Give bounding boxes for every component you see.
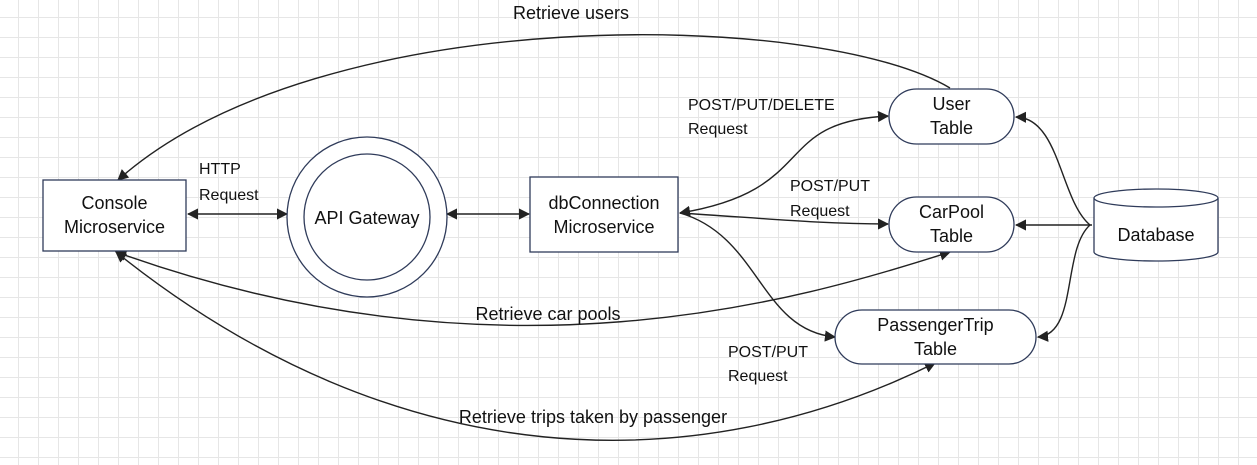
carpool-table-label-line2: Table [930, 226, 973, 246]
api-gateway-node: API Gateway [286, 136, 448, 298]
label-post-put-trip-line1: POST/PUT [728, 344, 808, 361]
label-post-put-carpool-line1: POST/PUT [790, 178, 870, 195]
carpool-table-label-line1: CarPool [919, 202, 984, 222]
database-node: Database [1093, 188, 1219, 262]
dbconnection-label-line1: dbConnection [548, 193, 659, 213]
user-table-label-line1: User [932, 94, 970, 114]
edge-dbconnection-carpool [679, 212, 890, 230]
user-table-label-line2: Table [930, 118, 973, 138]
label-retrieve-users: Retrieve users [513, 3, 629, 23]
label-retrieve-trips: Retrieve trips taken by passenger [459, 407, 727, 427]
dbconnection-microservice-node: dbConnection Microservice [529, 176, 679, 253]
console-label-line2: Microservice [64, 217, 165, 237]
label-http-request-line2: Request [199, 187, 259, 204]
edge-database-passengertrip [1036, 224, 1091, 342]
label-post-put-delete-line1: POST/PUT/DELETE [688, 97, 835, 114]
edge-database-user [1014, 111, 1091, 226]
console-microservice-node: Console Microservice [42, 179, 187, 252]
edge-dbconnection-passengertrip [679, 212, 837, 342]
passengertrip-table-label-line2: Table [914, 339, 957, 359]
label-post-put-delete-line2: Request [688, 121, 748, 138]
label-post-put-carpool-line2: Request [790, 203, 850, 220]
api-gateway-label: API Gateway [314, 208, 419, 228]
label-http-request-line1: HTTP [199, 161, 241, 178]
carpool-table-node: CarPool Table [888, 196, 1015, 253]
console-label-line1: Console [81, 193, 147, 213]
edge-retrieve-trips [115, 251, 937, 441]
dbconnection-label-line2: Microservice [553, 217, 654, 237]
label-post-put-trip-line2: Request [728, 368, 788, 385]
edge-retrieve-users [117, 34, 951, 181]
user-table-node: User Table [888, 88, 1015, 145]
passengertrip-table-label-line1: PassengerTrip [877, 315, 993, 335]
label-retrieve-car-pools: Retrieve car pools [475, 304, 620, 324]
database-label: Database [1117, 225, 1194, 245]
passengertrip-table-node: PassengerTrip Table [834, 309, 1037, 365]
edge-dbconnection-user [678, 110, 890, 217]
